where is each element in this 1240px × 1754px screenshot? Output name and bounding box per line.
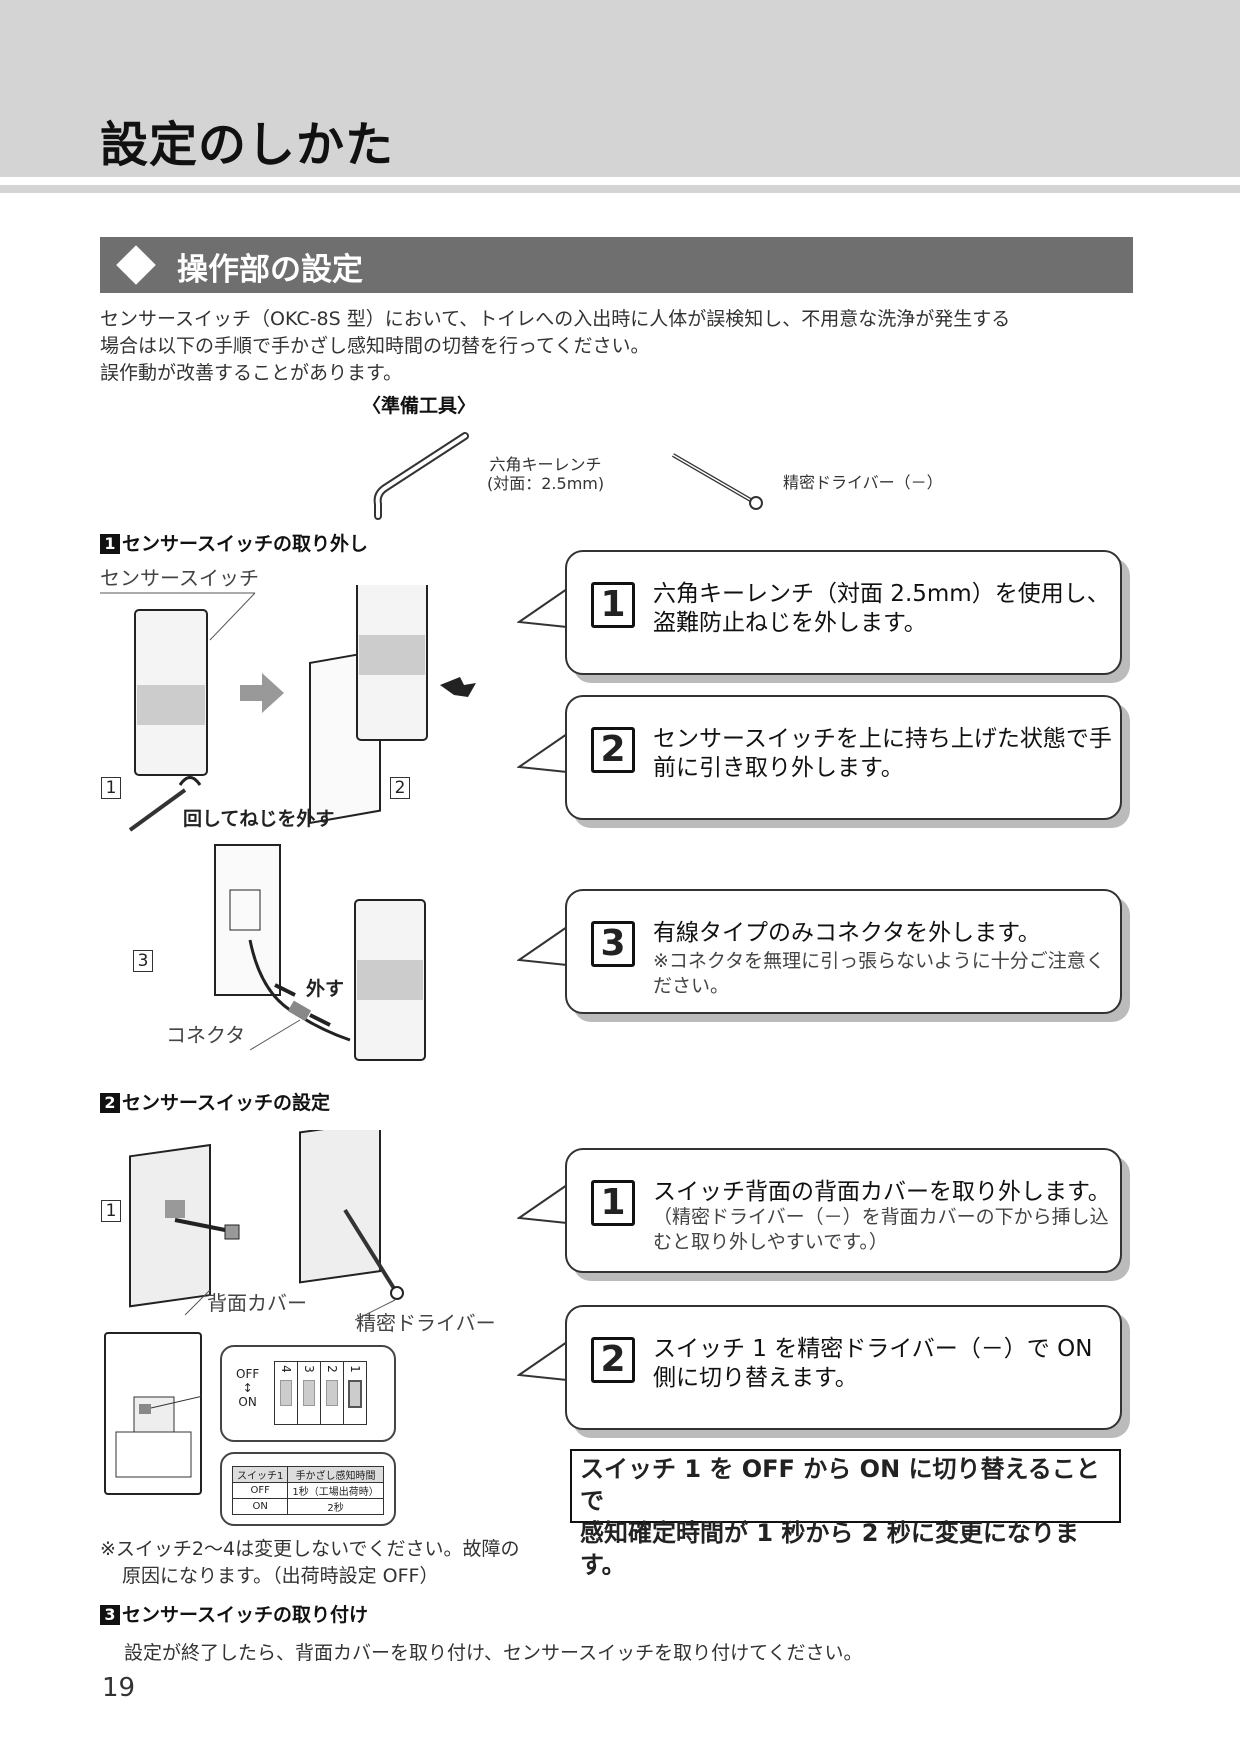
fig-number: 3	[133, 950, 153, 972]
highlight-line: 感知確定時間が 1 秒から 2 秒に変更になります。	[580, 1519, 1079, 1579]
intro-line: センサースイッチ（OKC-8S 型）において、トイレへの入出時に人体が誤検知し、…	[100, 308, 1011, 330]
removal-illustration	[100, 585, 476, 832]
step-number: 1	[591, 582, 635, 628]
intro-line: 誤作動が改善することがあります。	[100, 362, 403, 384]
fig-number: 1	[101, 777, 121, 799]
dip-switch[interactable]: 2	[321, 1362, 344, 1424]
step-callout: 1 スイッチ背面の背面カバーを取り外します。（精密ドライバー（－）を背面カバーの下…	[565, 1148, 1122, 1273]
highlight-line: スイッチ 1 を OFF から ON に切り替えることで	[580, 1455, 1100, 1515]
callout-tail	[517, 1184, 568, 1224]
step-number: 2	[591, 1337, 635, 1383]
label-remove: 外す	[306, 978, 345, 1000]
hex-wrench-icon	[373, 432, 469, 520]
wrench-size: (対面：2.5mm)	[487, 474, 605, 493]
step-number: 3	[591, 921, 635, 967]
dip-switch[interactable]: 1	[344, 1362, 366, 1424]
label-driver: 精密ドライバー	[356, 1311, 496, 1335]
header-band	[0, 0, 1240, 177]
divider	[0, 185, 1240, 193]
part-number: 3	[100, 1605, 120, 1625]
screwdriver-icon	[671, 453, 763, 510]
highlight-box: スイッチ 1 を OFF から ON に切り替えることで感知確定時間が 1 秒か…	[570, 1449, 1121, 1579]
switch-back-illustration	[104, 1332, 202, 1495]
updown-arrow-icon: ↕	[242, 1381, 253, 1395]
part-title: センサースイッチの取り付け	[122, 1604, 369, 1626]
driver-label: 精密ドライバー（－）	[783, 473, 943, 492]
part3-text: 設定が終了したら、背面カバーを取り付け、センサースイッチを取り付けてください。	[124, 1642, 863, 1664]
callout-tail	[517, 926, 568, 966]
dip-switch[interactable]: 3	[298, 1362, 321, 1424]
tools-heading: 〈準備工具〉	[362, 395, 477, 417]
fig-number: 1	[101, 1200, 121, 1222]
intro-line: 場合は以下の手順で手かざし感知時間の切替を行ってください。	[100, 335, 650, 357]
step-text: センサースイッチを上に持ち上げた状態で手前に引き取り外します。	[653, 726, 1112, 781]
note: ※スイッチ2～4は変更しないでください。故障の原因になります。（出荷時設定 OF…	[100, 1538, 520, 1587]
label-turn-screw: 回してねじを外す	[183, 808, 335, 830]
callout-tail	[517, 1341, 568, 1381]
section-title: 操作部の設定	[177, 252, 363, 288]
callout-tail	[517, 733, 568, 773]
section-bar	[100, 237, 1133, 293]
step-number: 2	[591, 727, 635, 773]
step-text: 有線タイプのみコネクタを外します。	[653, 920, 1041, 946]
step-callout: 2 センサースイッチを上に持ち上げた状態で手前に引き取り外します。	[565, 695, 1122, 820]
fig-number: 2	[390, 777, 410, 799]
connector-illustration	[214, 844, 426, 1061]
part-title: センサースイッチの取り外し	[122, 533, 369, 555]
step-note: ※コネクタを無理に引っ張らないように十分ご注意ください。	[653, 950, 1105, 997]
label-back-cover: 背面カバー	[207, 1291, 307, 1315]
step-callout: 3 有線タイプのみコネクタを外します。 ※コネクタを無理に引っ張らないように十分ご注…	[565, 889, 1122, 1014]
page-title: 設定のしかた	[100, 117, 395, 173]
label-sensor-switch: センサースイッチ	[100, 566, 259, 590]
step-text: 六角キーレンチ（対面 2.5mm）を使用し、盗難防止ねじを外します。	[653, 581, 1110, 636]
part-title: センサースイッチの設定	[122, 1092, 331, 1114]
step-text: スイッチ 1 を精密ドライバー（－）で ON 側に切り替えます。	[653, 1336, 1093, 1391]
part-number: 2	[100, 1093, 120, 1113]
dip-switch-panel: OFF↕ON 4 3 2 1	[220, 1345, 396, 1442]
step-number: 1	[591, 1180, 635, 1226]
dip-on-label: ON	[238, 1395, 257, 1409]
dip-off-label: OFF	[236, 1367, 260, 1381]
page-number: 19	[102, 1673, 136, 1703]
wrench-label: 六角キーレンチ	[489, 455, 602, 474]
part-number: 1	[100, 534, 120, 554]
label-connector: コネクタ	[166, 1023, 246, 1047]
step-callout: 1 六角キーレンチ（対面 2.5mm）を使用し、盗難防止ねじを外します。	[565, 550, 1122, 675]
step-callout: 2 スイッチ 1 を精密ドライバー（－）で ON 側に切り替えます。	[565, 1305, 1122, 1430]
back-cover-illustration	[129, 1130, 404, 1321]
dip-switch[interactable]: 4	[275, 1362, 298, 1424]
callout-tail	[517, 588, 568, 628]
step-text: スイッチ背面の背面カバーを取り外します。	[653, 1179, 1111, 1205]
step-note: （精密ドライバー（－）を背面カバーの下から挿し込むと取り外しやすいです。）	[653, 1206, 1109, 1253]
